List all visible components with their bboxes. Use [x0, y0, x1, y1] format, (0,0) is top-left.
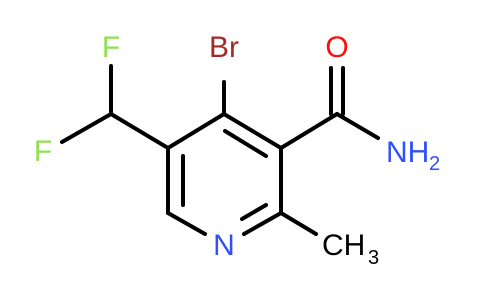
- bond-chf2-f-left: [60, 112, 113, 144]
- fluorine-left-label: F: [34, 135, 52, 168]
- bonds: [60, 64, 380, 236]
- oxygen-label: O: [325, 31, 348, 64]
- bond-c4-c3-inner: [223, 129, 268, 158]
- methyl-subscript: 3: [368, 247, 379, 269]
- amide-nitrogen-subscript: 2: [429, 153, 440, 175]
- bond-c2-n: [242, 211, 283, 236]
- bond-c3-camide: [279, 112, 339, 150]
- bond-c5-c4: [166, 112, 226, 150]
- ring-nitrogen-label: N: [213, 229, 235, 262]
- bond-c2-n-inner: [240, 203, 268, 221]
- bond-n-c6: [166, 211, 207, 236]
- atom-labels: Br O NH 2 F F N CH 3: [34, 31, 440, 269]
- amide-nitrogen-label: NH: [386, 136, 429, 169]
- bromine-label: Br: [209, 31, 239, 64]
- bond-camide-n: [335, 112, 380, 140]
- bond-c5-chf2: [109, 112, 170, 150]
- bond-c4-c3: [222, 112, 283, 150]
- methyl-label: CH: [322, 229, 365, 262]
- fluorine-top-label: F: [102, 31, 120, 64]
- bond-c2-ch3: [279, 211, 318, 236]
